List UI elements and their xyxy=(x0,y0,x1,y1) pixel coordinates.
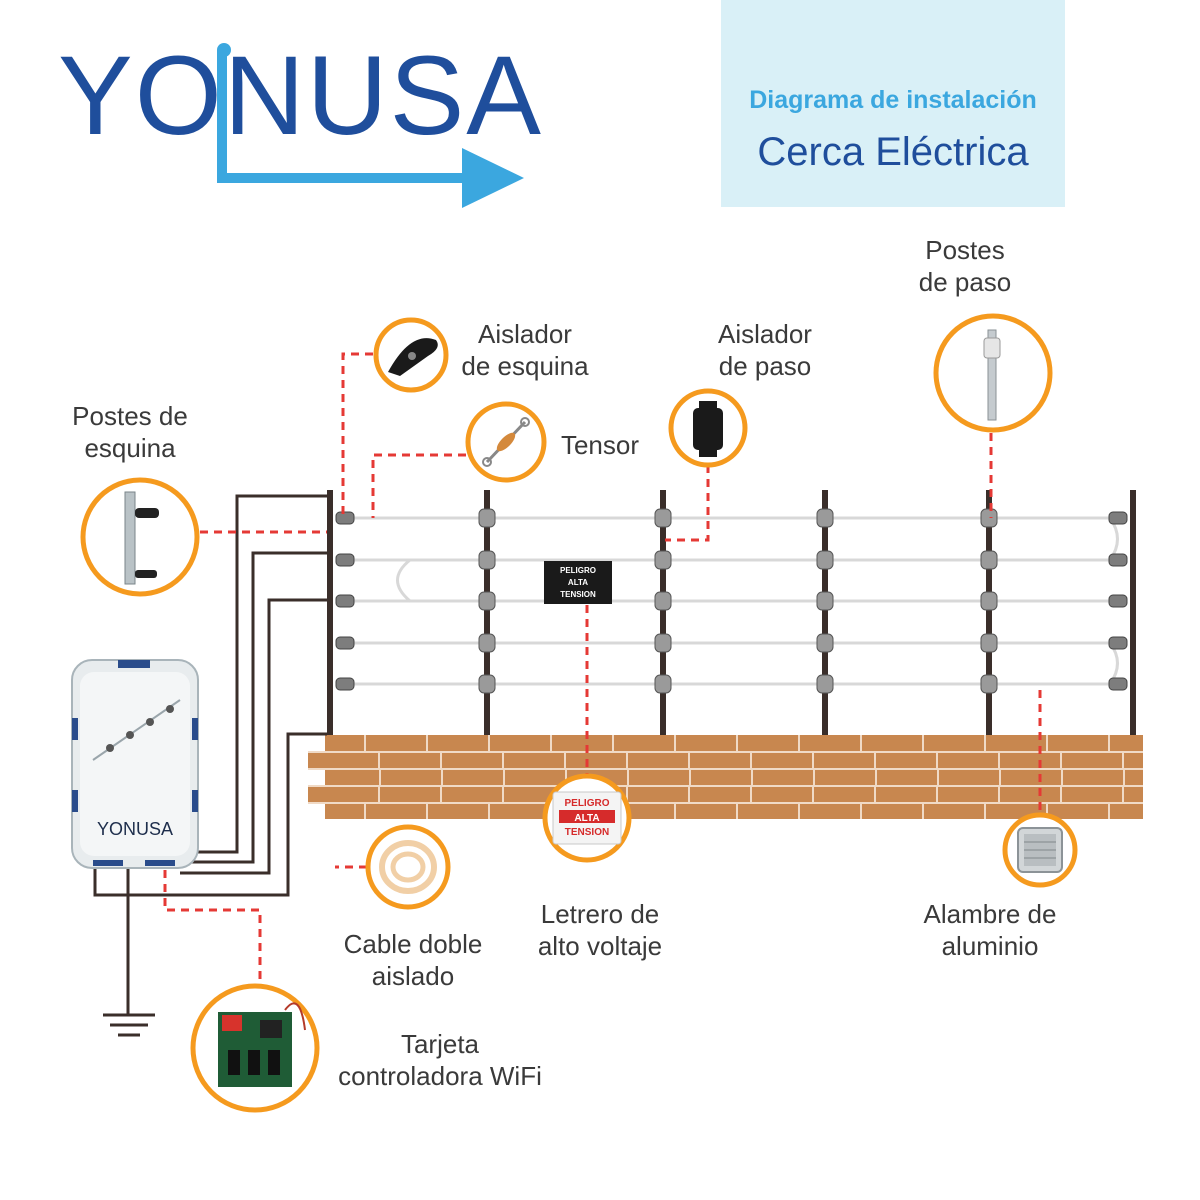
line-insulator xyxy=(816,591,834,611)
corner-insulator xyxy=(335,553,355,567)
insulators xyxy=(335,508,1128,694)
sign-callout-line-3: TENSION xyxy=(565,827,609,838)
label-aluminum-wire: Alambre de aluminio xyxy=(910,898,1070,962)
label-warning-sign-line2: alto voltaje xyxy=(537,931,663,961)
fence-posts xyxy=(327,490,1136,735)
line-insulator xyxy=(478,674,496,694)
corner-insulator xyxy=(1108,677,1128,691)
feed-cables xyxy=(93,494,327,1037)
label-line-insulator-line1: Aislador xyxy=(718,319,812,349)
corner-insulator xyxy=(1108,511,1128,525)
leader-lines xyxy=(163,352,1042,990)
corner-post-left xyxy=(327,490,333,735)
logo-arrow xyxy=(217,43,524,208)
aluminum-wire-callout xyxy=(1002,812,1078,888)
line-insulator xyxy=(980,633,998,653)
tensor-callout xyxy=(465,401,547,483)
line-insulator xyxy=(478,550,496,570)
fence-wires xyxy=(340,516,1125,686)
corner-insulator-callout xyxy=(373,317,449,393)
line-insulator xyxy=(654,508,672,528)
brick-wall xyxy=(308,735,1143,819)
line-insulator-callout xyxy=(668,388,748,468)
diagram-subtitle: Diagrama de instalación xyxy=(749,86,1037,114)
line-insulator xyxy=(980,591,998,611)
energizer-device: YONUSA xyxy=(71,659,199,869)
label-line-posts-line1: Postes xyxy=(925,235,1005,265)
line-insulator xyxy=(816,550,834,570)
label-aluminum-wire-line2: aluminio xyxy=(941,931,1039,961)
line-post xyxy=(986,490,992,735)
energizer-brand: YONUSA xyxy=(97,819,173,839)
label-controller-card: Tarjeta controladora WiFi xyxy=(325,1028,555,1092)
corner-insulator xyxy=(335,677,355,691)
corner-insulator xyxy=(1108,636,1128,650)
line-insulator xyxy=(478,633,496,653)
label-controller-card-line2: controladora WiFi xyxy=(338,1061,542,1091)
line-insulator xyxy=(980,674,998,694)
sign-line-2: ALTA xyxy=(568,578,588,587)
logo: YONUSA xyxy=(58,40,543,152)
label-corner-posts-line2: esquina xyxy=(84,433,176,463)
line-insulator xyxy=(654,633,672,653)
corner-insulator xyxy=(1108,553,1128,567)
label-double-cable-line2: aislado xyxy=(371,961,455,991)
line-insulator xyxy=(816,633,834,653)
line-insulator xyxy=(816,508,834,528)
sign-line-3: TENSION xyxy=(560,590,596,599)
label-line-insulator: Aislador de paso xyxy=(695,318,835,382)
line-post xyxy=(660,490,666,735)
corner-insulator xyxy=(1108,594,1128,608)
corner-post-callout xyxy=(80,477,200,597)
cable-callout xyxy=(365,824,451,910)
line-post xyxy=(822,490,828,735)
logo-text: YONUSA xyxy=(58,33,543,158)
label-corner-posts: Postes de esquina xyxy=(60,400,200,464)
sign-callout-line-2: ALTA xyxy=(574,813,599,824)
controller-card-callout xyxy=(190,983,320,1113)
line-insulator xyxy=(654,550,672,570)
line-post xyxy=(484,490,490,735)
corner-insulator xyxy=(335,594,355,608)
label-aluminum-wire-line1: Alambre de xyxy=(923,899,1057,929)
line-insulator xyxy=(654,674,672,694)
label-line-insulator-line2: de paso xyxy=(718,351,812,381)
label-corner-insulator-line2: de esquina xyxy=(461,351,589,381)
corner-insulator xyxy=(335,636,355,650)
warning-sign: PELIGRO ALTA TENSION xyxy=(544,561,612,604)
diagram-title: Cerca Eléctrica xyxy=(757,130,1029,174)
sign-callout-line-1: PELIGRO xyxy=(564,798,609,809)
label-tensor: Tensor xyxy=(560,430,640,460)
label-controller-card-line1: Tarjeta xyxy=(400,1029,480,1059)
line-insulator xyxy=(654,591,672,611)
label-line-posts: Postes de paso xyxy=(905,234,1025,298)
label-line-posts-line2: de paso xyxy=(918,267,1012,297)
label-warning-sign-line1: Letrero de xyxy=(540,899,660,929)
label-double-cable: Cable doble aislado xyxy=(338,928,488,992)
sign-callout: PELIGRO ALTA TENSION xyxy=(542,773,632,863)
corner-post-right xyxy=(1130,490,1136,735)
line-insulator xyxy=(478,508,496,528)
corner-insulator xyxy=(335,511,355,525)
sign-line-1: PELIGRO xyxy=(560,566,596,575)
line-insulator xyxy=(478,591,496,611)
label-warning-sign: Letrero de alto voltaje xyxy=(520,898,680,962)
line-post-callout xyxy=(933,313,1053,433)
line-insulator xyxy=(816,674,834,694)
label-corner-posts-line1: Postes de xyxy=(72,401,188,431)
label-double-cable-line1: Cable doble xyxy=(343,929,483,959)
label-corner-insulator-line1: Aislador xyxy=(478,319,572,349)
line-insulator xyxy=(980,550,998,570)
label-corner-insulator: Aislador de esquina xyxy=(455,318,595,382)
line-insulator xyxy=(980,508,998,528)
title-box: Diagrama de instalación Cerca Eléctrica xyxy=(721,0,1065,207)
